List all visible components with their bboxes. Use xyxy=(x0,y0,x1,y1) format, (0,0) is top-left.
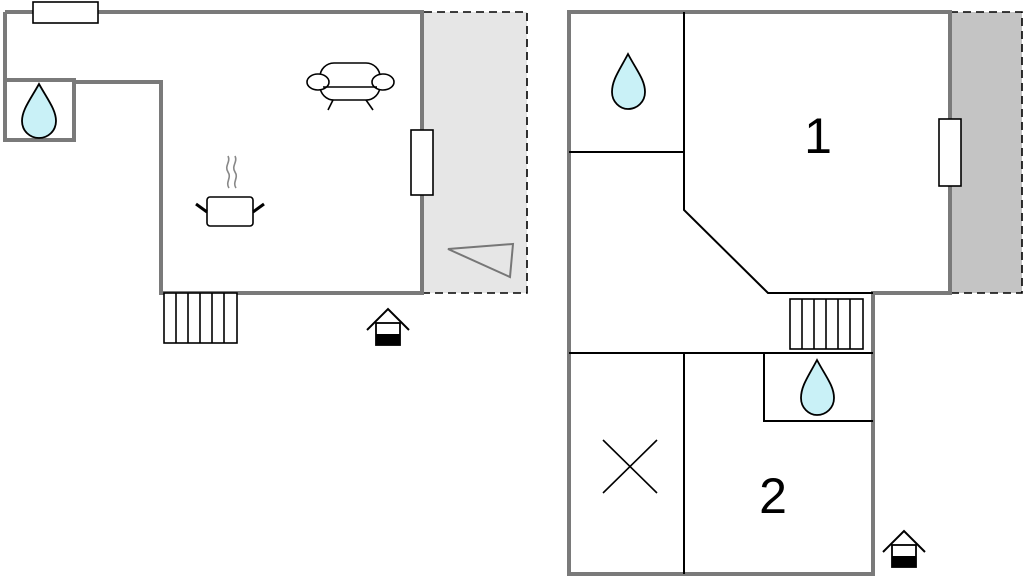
water-drop-icon xyxy=(611,52,646,110)
right-floor: 1 2 xyxy=(567,10,1023,576)
room-number-2: 2 xyxy=(759,468,787,524)
terrace-triangle-icon xyxy=(447,242,515,279)
entrance-icon xyxy=(366,307,410,346)
window-icon xyxy=(410,129,434,196)
window-icon xyxy=(938,118,962,187)
stairs-icon xyxy=(789,298,864,350)
right-inner-walls xyxy=(569,12,873,574)
left-bathroom-walls xyxy=(5,78,76,140)
sofa-icon xyxy=(306,62,395,111)
window-icon xyxy=(32,1,99,24)
water-drop-icon xyxy=(800,358,835,416)
left-floor xyxy=(3,1,528,346)
left-floor-walls xyxy=(3,10,424,295)
entrance-icon xyxy=(882,529,926,568)
cross-icon xyxy=(602,439,658,494)
water-drop-icon xyxy=(21,82,57,139)
left-terrace xyxy=(422,12,527,293)
right-terrace xyxy=(950,12,1022,293)
cooking-pot-icon xyxy=(195,155,265,227)
left-terrace-outline xyxy=(398,11,528,294)
right-terrace-outline xyxy=(950,11,1023,294)
stairs-icon xyxy=(163,292,238,344)
room-number-1: 1 xyxy=(804,108,832,164)
